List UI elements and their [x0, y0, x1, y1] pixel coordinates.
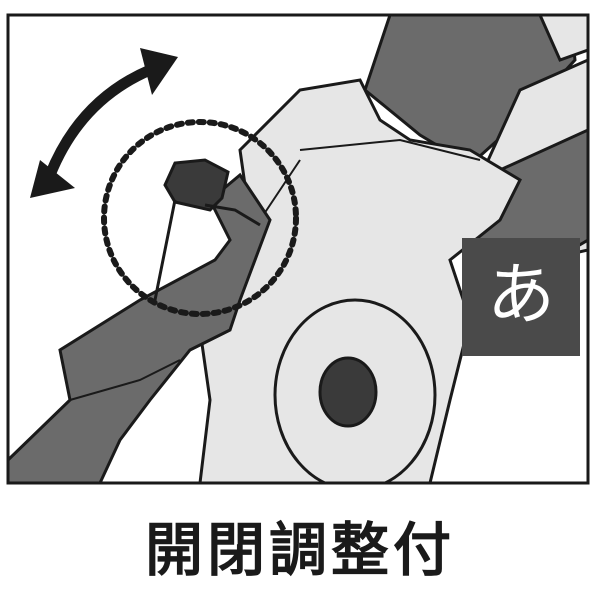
dotted-circle-highlight: [101, 119, 299, 317]
hiragana-badge: あ: [462, 238, 580, 356]
adjust-tab: [163, 158, 230, 212]
pivot-hole: [318, 356, 378, 428]
double-arrow-icon: [30, 48, 178, 198]
badge-char: あ: [487, 256, 555, 335]
handle-cap: [538, 15, 588, 62]
lower-jaw: [8, 172, 272, 483]
caption-text: 開閉調整付: [144, 516, 455, 584]
adjust-spring: [153, 199, 261, 301]
image-frame: [6, 13, 590, 485]
